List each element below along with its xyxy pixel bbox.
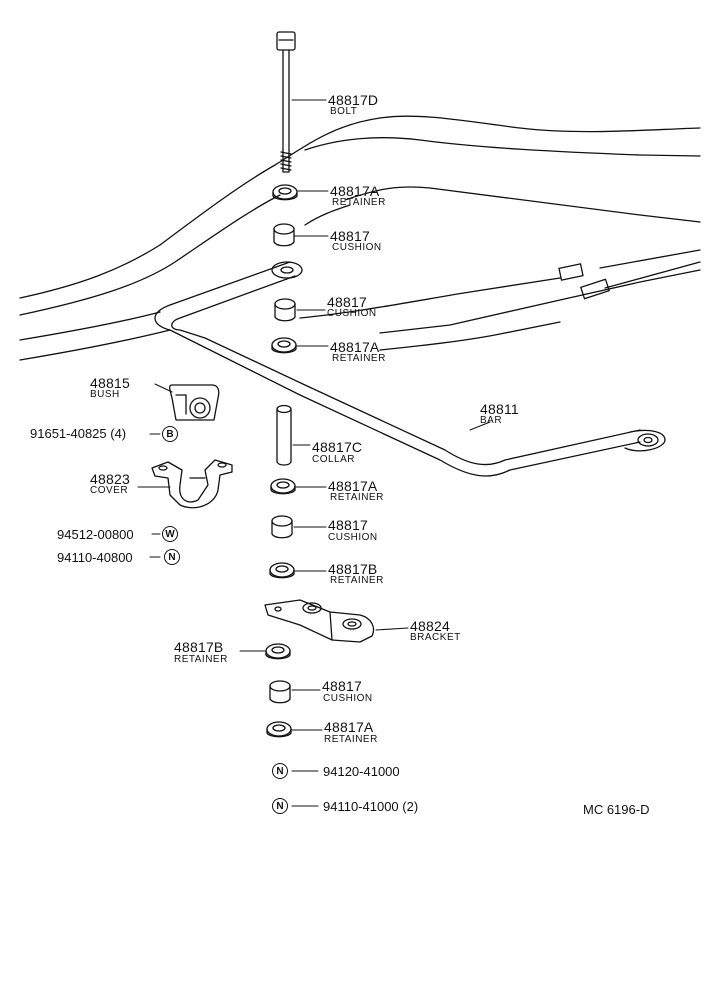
collar-48817c xyxy=(276,404,292,466)
vehicle-frame-outline xyxy=(19,115,701,361)
diagram-code: MC 6196-D xyxy=(583,802,650,817)
bolt-b-symbol: B xyxy=(162,426,178,442)
retainer-48817b-second xyxy=(265,643,291,660)
cushion-4-part-number: 48817 xyxy=(322,678,362,694)
cushion-48817-top xyxy=(273,223,295,247)
bolt-48817d xyxy=(276,31,296,173)
cover-part-name: COVER xyxy=(90,485,129,496)
collar-part-number: 48817C xyxy=(312,439,363,455)
collar-part-name: COLLAR xyxy=(312,454,356,465)
bush-part-number: 48815 xyxy=(90,375,130,391)
cover-48823 xyxy=(151,459,233,509)
retainer-top-part-name: RETAINER xyxy=(332,197,386,208)
retainer-b2-part-number: 48817B xyxy=(174,639,224,655)
retainer-b1-part-number: 48817B xyxy=(328,561,378,577)
bar-part-number: 48811 xyxy=(480,401,519,417)
cushion-4-part-name: CUSHION xyxy=(323,693,373,704)
nut-n3-reference-number: 94110-41000 (2) xyxy=(323,799,419,814)
cushion-48817-fourth xyxy=(269,680,291,704)
washer-w-reference-number: 94512-00800 xyxy=(57,527,134,542)
retainer-2-part-name: RETAINER xyxy=(332,353,386,364)
stabilizer-bar xyxy=(154,261,666,477)
cushion-top-part-name: CUSHION xyxy=(332,242,382,253)
retainer-2-part-number: 48817A xyxy=(330,339,380,355)
cushion-top-part-number: 48817 xyxy=(330,228,370,244)
retainer-3-part-number: 48817A xyxy=(328,478,378,494)
bolt-part-number: 48817D xyxy=(328,92,379,108)
bracket-part-name: BRACKET xyxy=(410,632,461,643)
nut-n1-symbol: N xyxy=(164,549,180,565)
bracket-part-number: 48824 xyxy=(410,618,450,634)
cushion-3-part-number: 48817 xyxy=(328,517,368,533)
retainer-48817a-third xyxy=(270,478,296,495)
leader-lines xyxy=(137,99,491,807)
retainer-4-part-number: 48817A xyxy=(324,719,374,735)
nut-n2-symbol: N xyxy=(272,763,288,779)
nut-n3-symbol: N xyxy=(272,798,288,814)
retainer-b1-part-name: RETAINER xyxy=(330,575,384,586)
retainer-48817b-first xyxy=(269,562,295,579)
retainer-top-part-number: 48817A xyxy=(330,183,380,199)
retainer-b2-part-name: RETAINER xyxy=(174,654,228,665)
cushion-2-part-name: CUSHION xyxy=(327,308,377,319)
bar-part-name: BAR xyxy=(480,415,503,426)
bracket-48824 xyxy=(264,599,375,643)
retainer-48817a-fourth xyxy=(266,721,292,738)
retainer-4-part-name: RETAINER xyxy=(324,734,378,745)
retainer-48817a-second xyxy=(271,337,297,354)
retainer-3-part-name: RETAINER xyxy=(330,492,384,503)
cushion-48817-second xyxy=(274,298,296,322)
bolt-part-name: BOLT xyxy=(330,106,358,117)
washer-w-symbol: W xyxy=(162,526,178,542)
cushion-48817-third xyxy=(271,515,293,539)
nut-n1-reference-number: 94110-40800 xyxy=(57,550,133,565)
bush-part-name: BUSH xyxy=(90,389,120,400)
cushion-3-part-name: CUSHION xyxy=(328,532,378,543)
bolt-b-reference-number: 91651-40825 (4) xyxy=(30,426,127,441)
retainer-48817a-top xyxy=(272,184,298,201)
cover-part-number: 48823 xyxy=(90,471,130,487)
nut-n2-reference-number: 94120-41000 xyxy=(323,764,400,779)
cushion-2-part-number: 48817 xyxy=(327,294,367,310)
bush-48815 xyxy=(169,384,220,421)
